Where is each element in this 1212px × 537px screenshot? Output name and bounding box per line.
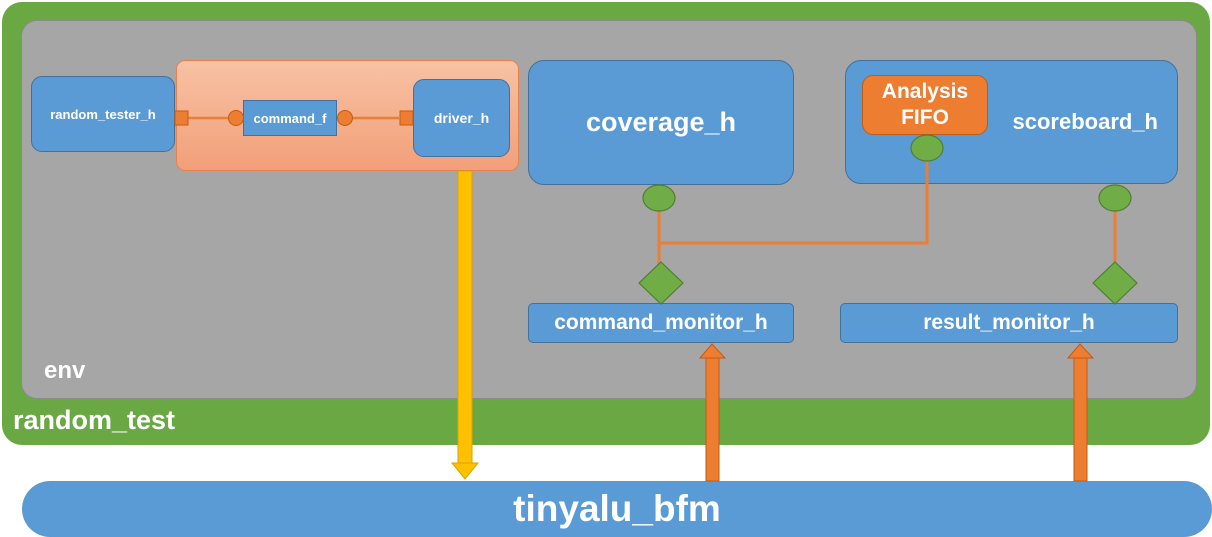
analysis-fifo-label-1: Analysis bbox=[881, 80, 969, 103]
driver-to-bfm-arrow-head bbox=[450, 462, 480, 480]
command-fifo-label: command_f bbox=[253, 110, 327, 126]
env-label: env bbox=[44, 357, 86, 384]
result-analysis-port-diamond bbox=[1092, 261, 1138, 305]
bfm-to-command-monitor-arrow-shaft bbox=[705, 356, 720, 482]
result-monitor-label: result_monitor_h bbox=[923, 311, 1095, 334]
random-test-label: random_test bbox=[13, 405, 176, 435]
bfm-to-result-monitor-arrow-head bbox=[1066, 343, 1095, 359]
fifo-export-right-circle bbox=[337, 110, 353, 126]
coverage-export-circle bbox=[642, 184, 676, 212]
coverage-label: coverage_h bbox=[585, 107, 737, 137]
fifo-export-circle bbox=[910, 134, 944, 162]
scoreboard-label: scoreboard_h bbox=[1012, 109, 1159, 134]
result-monitor-block[interactable]: result_monitor_h bbox=[840, 303, 1178, 343]
driver-port-square bbox=[399, 110, 414, 126]
driver-label: driver_h bbox=[433, 110, 490, 126]
random-tester-label: random_tester_h bbox=[50, 106, 156, 122]
command-monitor-block[interactable]: command_monitor_h bbox=[528, 303, 794, 343]
fifo-export-left-circle bbox=[228, 110, 244, 126]
bfm-to-result-monitor-arrow-shaft bbox=[1073, 356, 1088, 482]
tinyalu-bfm-block[interactable]: tinyalu_bfm bbox=[22, 481, 1212, 537]
command-analysis-port-diamond bbox=[638, 261, 684, 305]
command-to-fifo-line bbox=[659, 150, 929, 245]
bfm-to-command-monitor-arrow-head bbox=[698, 343, 727, 359]
scoreboard-export-circle bbox=[1098, 184, 1132, 212]
driver-block[interactable]: driver_h bbox=[413, 79, 510, 157]
tinyalu-bfm-label: tinyalu_bfm bbox=[513, 488, 721, 529]
coverage-block[interactable]: coverage_h bbox=[528, 60, 794, 185]
analysis-fifo-label-2: FIFO bbox=[901, 106, 949, 129]
driver-to-bfm-arrow-shaft bbox=[457, 170, 473, 465]
command-fifo-block[interactable]: command_f bbox=[243, 100, 337, 136]
command-monitor-label: command_monitor_h bbox=[554, 311, 768, 334]
tester-port-square bbox=[174, 110, 189, 126]
random-tester-block[interactable]: random_tester_h bbox=[31, 76, 175, 152]
analysis-fifo-block[interactable]: Analysis FIFO bbox=[862, 75, 988, 135]
